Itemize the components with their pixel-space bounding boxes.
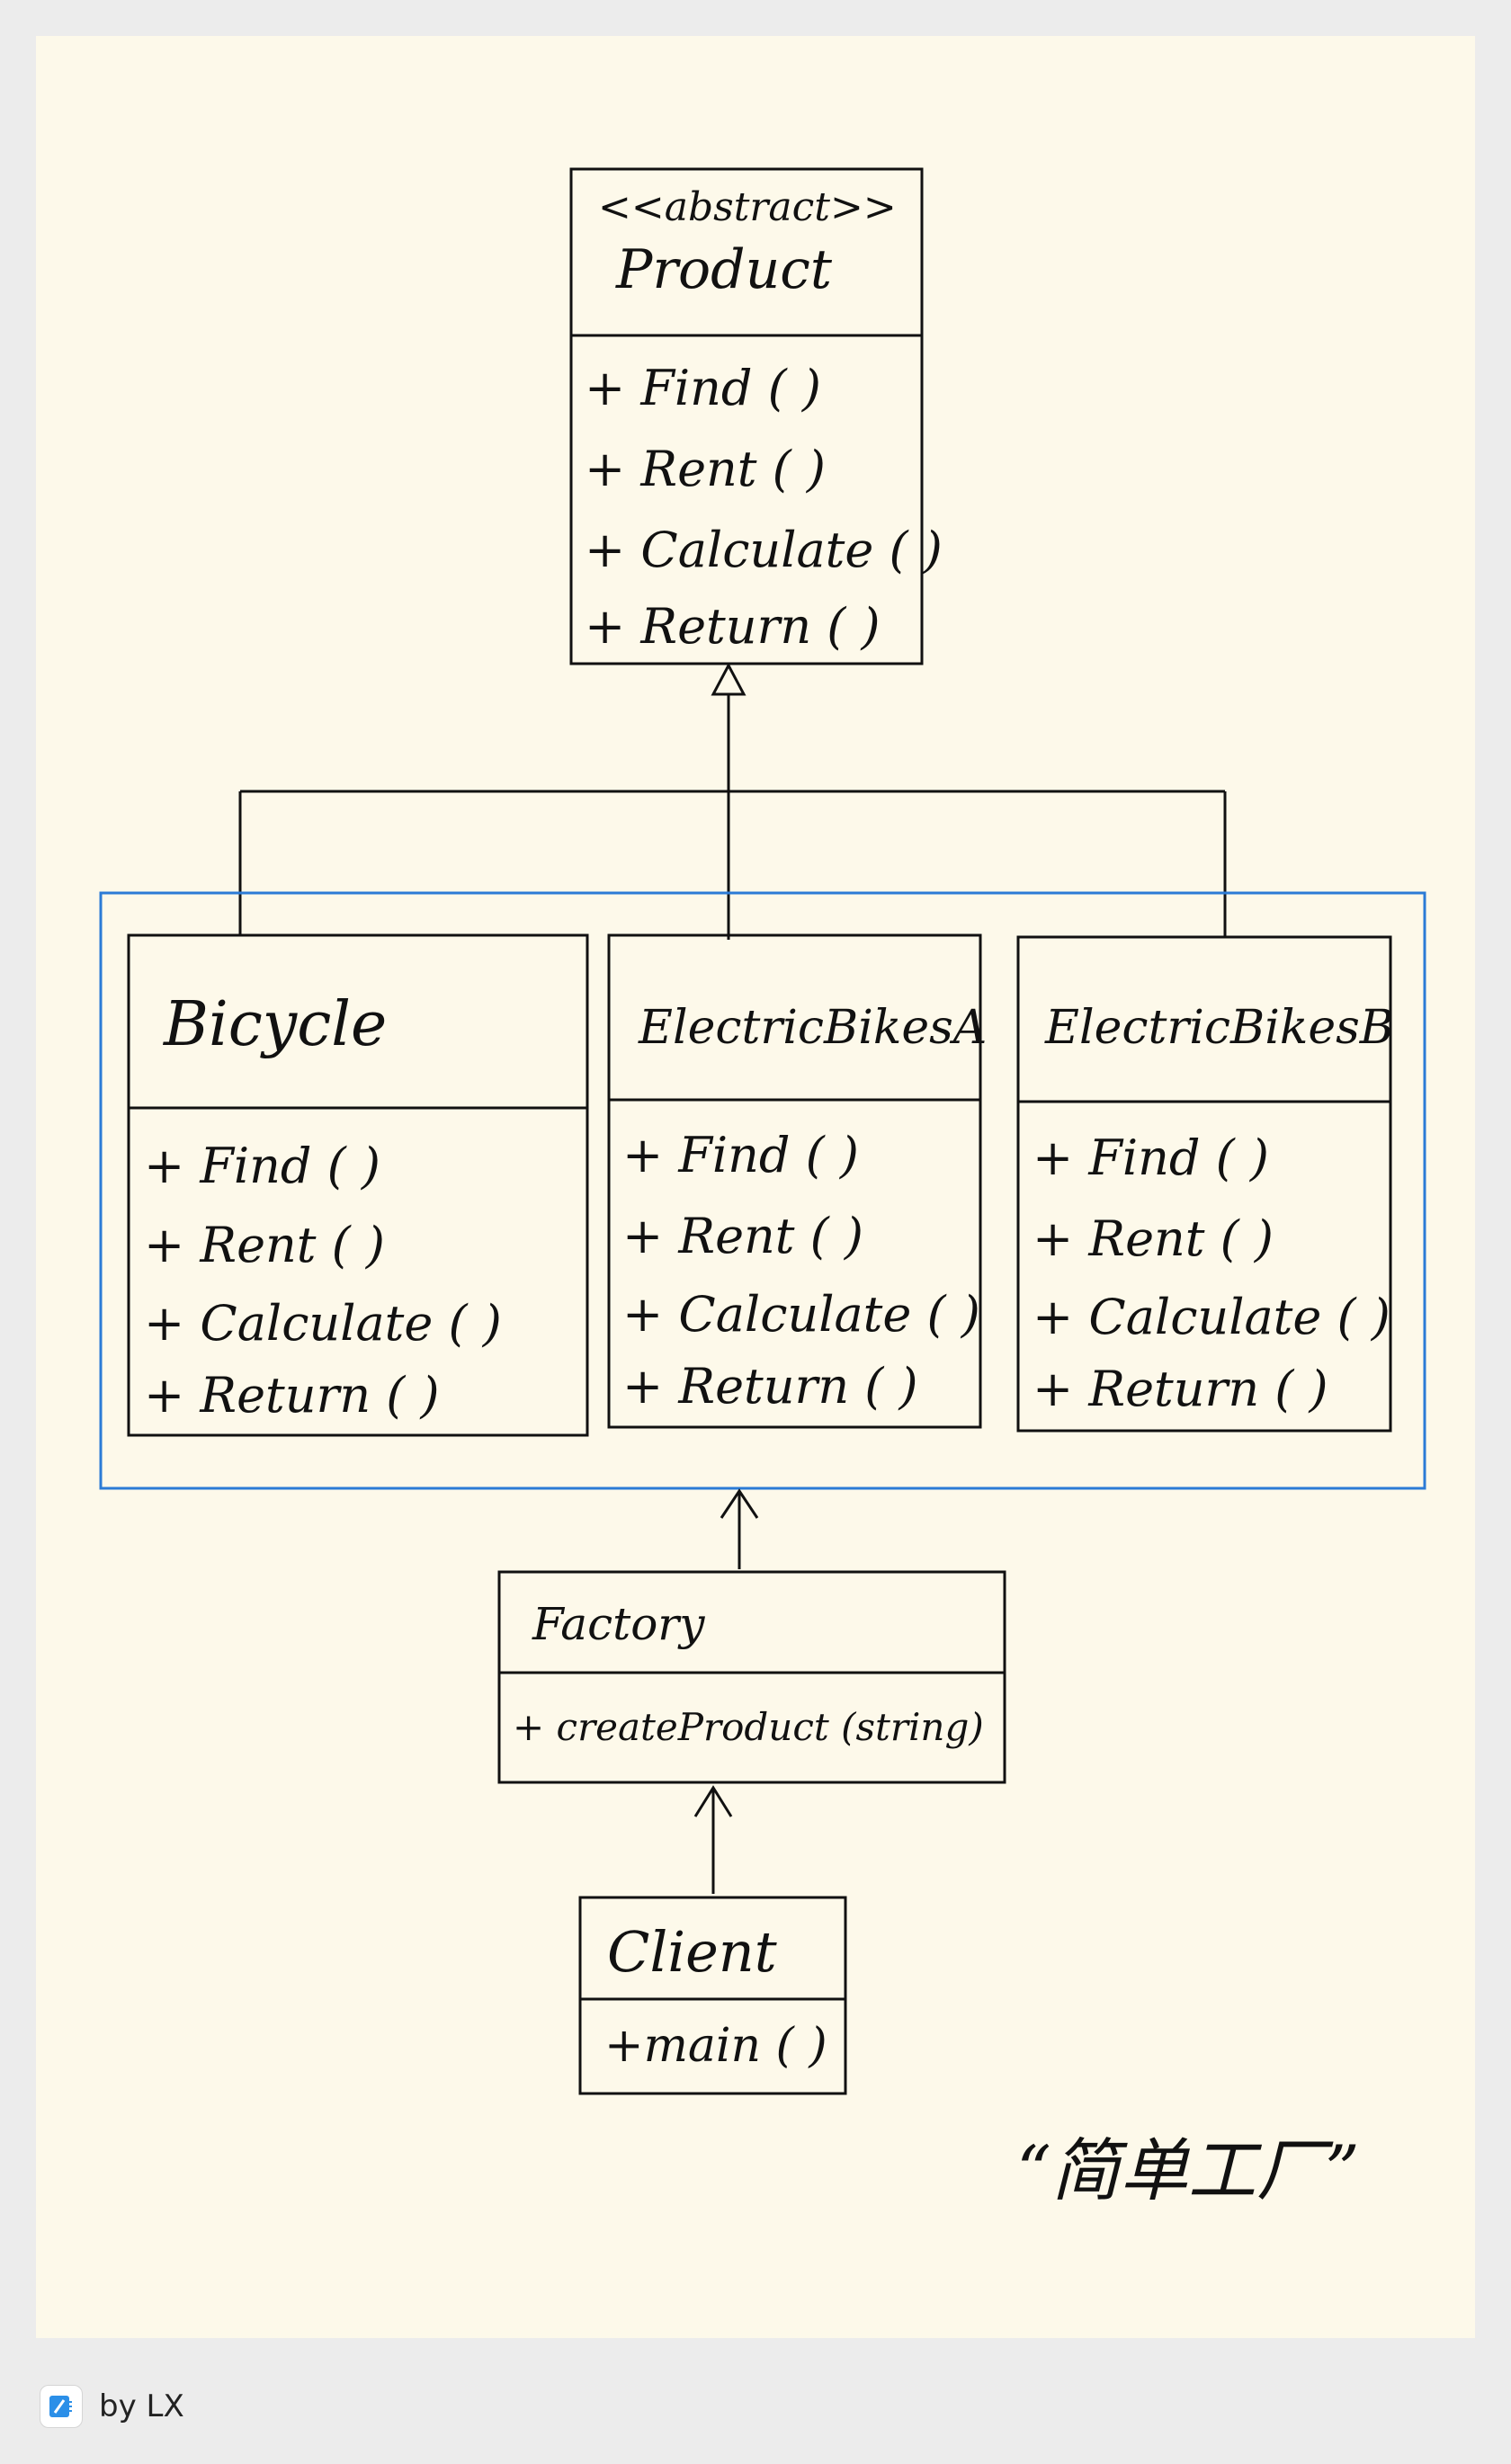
class-product-name: Product [615,238,833,301]
class-bicycle: Bicycle + Find ( ) + Rent ( ) + Calculat… [127,933,589,1437]
class-product-method: + Find ( ) [585,360,821,416]
class-electric-bikes-b-box [1016,935,1392,1433]
class-electric-bikes-b-name: ElectricBikesB [1044,1001,1394,1055]
class-factory-method: + createProduct (string) [513,1705,984,1749]
class-product-method: + Calculate ( ) [585,522,943,578]
class-factory-box [497,1570,1006,1784]
class-electric-bikes-a-method: + Calculate ( ) [622,1286,980,1343]
class-client-box [578,1896,847,2095]
class-bicycle-method: + Rent ( ) [144,1217,385,1273]
class-electric-bikes-a-method: + Rent ( ) [622,1208,863,1264]
class-product: <<abstract>> Product + Find ( ) + Rent (… [569,167,943,665]
class-electric-bikes-b-method: + Rent ( ) [1033,1210,1274,1267]
arrow-up-icon [720,1488,759,1519]
class-product-stereotype: <<abstract>> [598,184,897,230]
class-client-method: +main ( ) [604,2019,827,2073]
pen-icon [49,2396,72,2417]
class-product-method: + Rent ( ) [585,441,826,497]
class-electric-bikes-a-name: ElectricBikesA [638,1001,987,1055]
class-product-box [569,167,924,665]
diagram-caption: “简单工厂” [1016,2130,1360,2210]
class-electric-bikes-b: ElectricBikesB + Find ( ) + Rent ( ) + C… [1016,935,1394,1433]
class-electric-bikes-a-method: + Return ( ) [622,1358,918,1415]
class-product-method: + Return ( ) [585,598,881,655]
inheritance-arrowhead [711,662,747,696]
class-bicycle-method: + Return ( ) [144,1367,440,1424]
class-factory: Factory + createProduct (string) [497,1570,1006,1784]
dependency-factory-to-products [720,1488,759,1569]
arrow-up-icon [693,1785,733,1817]
class-bicycle-method: + Calculate ( ) [144,1295,502,1352]
author-label: by LX [99,2388,184,2424]
concrete-products-group [99,891,1426,1490]
inheritance-connector [238,662,1227,940]
class-client: Client +main ( ) [578,1896,847,2095]
notebook-page [36,36,1475,2338]
dependency-client-to-factory [693,1785,733,1894]
class-electric-bikes-a: ElectricBikesA + Find ( ) + Rent ( ) + C… [607,933,987,1429]
class-electric-bikes-b-method: + Calculate ( ) [1033,1289,1390,1345]
class-bicycle-box [127,933,589,1437]
class-electric-bikes-b-method: + Find ( ) [1033,1129,1269,1186]
class-bicycle-method: + Find ( ) [144,1138,380,1194]
class-electric-bikes-a-method: + Find ( ) [622,1127,859,1183]
class-client-name: Client [607,1919,777,1985]
class-electric-bikes-b-method: + Return ( ) [1033,1361,1328,1417]
notes-app-icon [40,2385,83,2428]
class-electric-bikes-a-box [607,933,982,1429]
class-factory-name: Factory [532,1598,705,1650]
footer: by LX [40,2385,184,2428]
class-bicycle-name: Bicycle [162,989,387,1060]
